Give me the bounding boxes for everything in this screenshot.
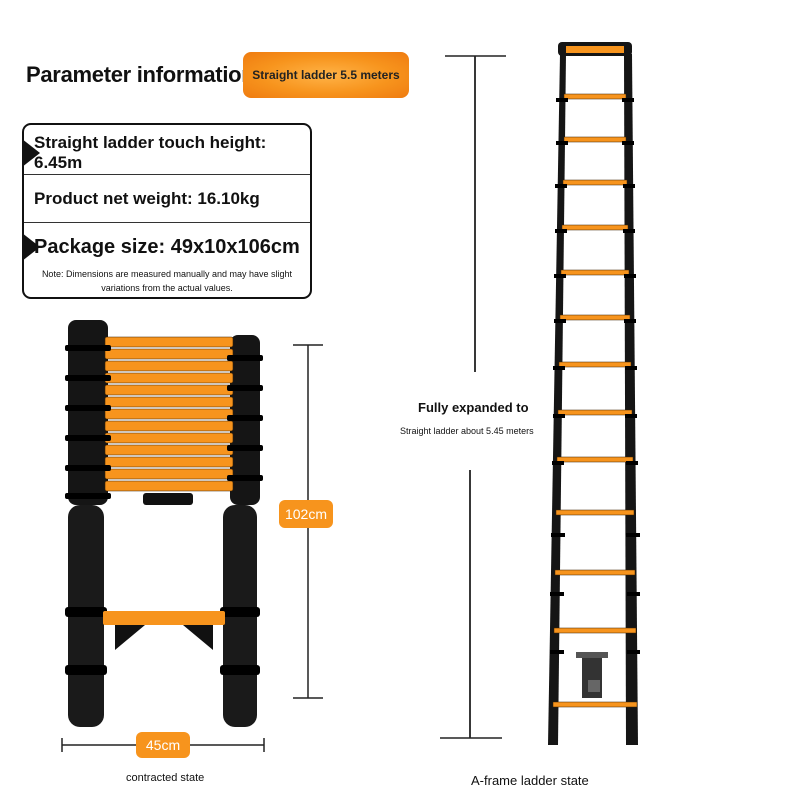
expanded-title: Fully expanded to	[418, 400, 529, 415]
divider	[24, 222, 310, 223]
aframe-caption: A-frame ladder state	[471, 773, 589, 788]
row-marker-icon	[24, 139, 40, 167]
expanded-height-line	[440, 55, 506, 739]
width-label: 45cm	[136, 732, 190, 758]
spec-net-weight: Product net weight: 16.10kg	[34, 189, 260, 208]
row-marker-icon	[24, 233, 40, 261]
model-badge: Straight ladder 5.5 meters	[243, 52, 409, 98]
spec-package-size: Package size: 49x10x106cm	[34, 235, 300, 258]
contracted-ladder-image	[65, 320, 263, 727]
page-title: Parameter information	[26, 62, 255, 87]
height-label: 102cm	[279, 500, 333, 528]
rung-stack	[104, 336, 234, 492]
contracted-caption: contracted state	[126, 772, 205, 784]
rung-set	[552, 93, 638, 708]
divider	[24, 174, 310, 175]
expanded-subtitle: Straight ladder about 5.45 meters	[400, 426, 534, 436]
expanded-ladder-image	[548, 42, 640, 745]
dimension-note: Note: Dimensions are measured manually a…	[41, 269, 293, 293]
spec-panel: Straight ladder touch height: 6.45m Prod…	[22, 123, 312, 299]
spec-touch-height: Straight ladder touch height: 6.45m	[34, 133, 267, 172]
